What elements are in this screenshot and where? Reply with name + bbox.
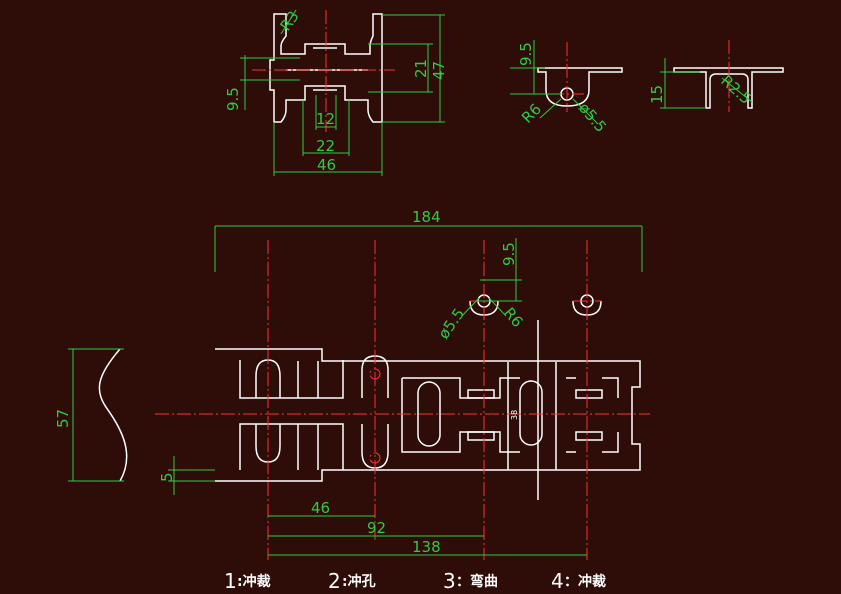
step-2-number: 2 — [328, 569, 341, 593]
strip-oval-2 — [519, 380, 543, 446]
top-dim-9-5: 9.5 — [224, 87, 242, 111]
strip-layout — [98, 294, 641, 500]
top-view-outline — [269, 13, 383, 123]
strip-dim-dia5-5: ø5.5 — [435, 305, 469, 342]
top-view-dimensions — [240, 9, 445, 176]
top-dim-46: 46 — [317, 156, 336, 174]
side1-dim-9-5: 9.5 — [517, 42, 535, 66]
strip-cut-2 — [297, 424, 319, 470]
step-1-number: 1 — [224, 569, 237, 593]
step-3-label: ：弯曲 — [456, 573, 498, 590]
strip-tab-1 — [467, 389, 495, 399]
side2-dim-r2-5: R2.5 — [717, 72, 755, 108]
strip-station-4-walls — [507, 362, 557, 470]
strip-tab-4 — [575, 431, 603, 441]
step-1-label: :冲裁 — [237, 573, 271, 590]
step-2-label: :冲孔 — [342, 573, 376, 590]
step-3-number: 3 — [443, 569, 456, 593]
strip-station-4-details — [566, 377, 619, 453]
strip-tab-2 — [467, 431, 495, 441]
strip-upper-bridge — [239, 360, 344, 399]
strip-top-edge — [215, 348, 641, 482]
step-4-label: ：冲裁 — [564, 573, 606, 590]
strip-dim-57: 57 — [54, 409, 72, 428]
strip-dimensions — [68, 225, 643, 556]
step-4-number: 4 — [551, 569, 564, 593]
strip-slot-note: 38 — [510, 410, 519, 420]
strip-dim-184: 184 — [412, 208, 441, 226]
strip-centerlines — [155, 240, 650, 560]
strip-dim-138: 138 — [412, 538, 441, 556]
top-dim-22: 22 — [316, 137, 335, 155]
top-dim-12: 12 — [316, 110, 335, 128]
strip-dim-9-5: 9.5 — [500, 242, 518, 266]
side2-dim-15: 15 — [648, 85, 666, 104]
strip-tab-3 — [575, 389, 603, 399]
strip-lower-bridge — [239, 423, 344, 470]
strip-dim-92: 92 — [367, 519, 386, 537]
strip-dim-5: 5 — [158, 472, 176, 482]
strip-cut-1 — [297, 361, 319, 398]
top-dim-47: 47 — [430, 61, 448, 80]
side-view-1-outline — [537, 67, 623, 107]
strip-dim-46: 46 — [311, 499, 330, 517]
strip-wavy-break — [98, 348, 128, 482]
side-view-1 — [510, 40, 623, 125]
top-dim-r3: R3 — [277, 8, 303, 35]
top-dim-21: 21 — [412, 59, 430, 78]
process-steps: 1 :冲裁 2 :冲孔 3 ：弯曲 4 ：冲裁 — [224, 569, 606, 593]
strip-oval-1 — [417, 381, 441, 447]
side-view-2 — [660, 40, 784, 112]
side1-dim-r6: R6 — [518, 100, 545, 127]
top-view-part — [252, 10, 395, 132]
strip-dim-r6: R6 — [500, 304, 527, 331]
